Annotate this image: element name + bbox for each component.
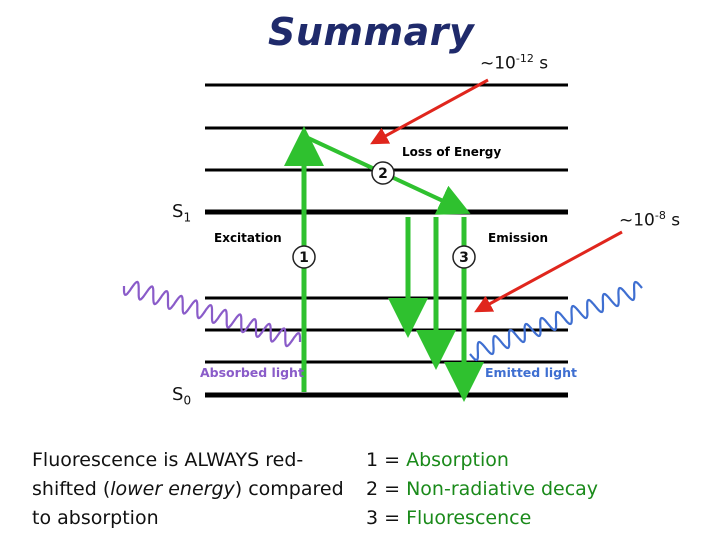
s0-letter: S bbox=[172, 384, 184, 405]
legend-text: Absorption bbox=[406, 449, 509, 471]
fast-time-unit: s bbox=[533, 53, 549, 74]
s0-subscript: 0 bbox=[183, 393, 192, 408]
slow-timescale-label: ~10-8 s bbox=[619, 209, 680, 231]
marker-1: 1 bbox=[292, 245, 316, 269]
note-emphasis: lower energy bbox=[110, 478, 235, 500]
red-shift-note: Fluorescence is ALWAYS red-shifted (lowe… bbox=[32, 446, 352, 533]
legend-text: Non-radiative decay bbox=[406, 478, 599, 500]
slow-time-unit: s bbox=[665, 210, 681, 231]
marker-1-text: 1 bbox=[299, 250, 309, 266]
emitted-light-wave bbox=[469, 280, 643, 362]
legend-item-non-radiative-decay: 2 = Non-radiative decay bbox=[366, 478, 599, 500]
s1-subscript: 1 bbox=[183, 210, 192, 225]
note-text-1: Fluorescence is ALWAYS red-shifted ( bbox=[32, 449, 304, 500]
marker-2-text: 2 bbox=[378, 166, 388, 182]
excitation-label: Excitation bbox=[214, 231, 282, 245]
s1-state-label: S1 bbox=[172, 201, 191, 225]
slow-time-exponent: -8 bbox=[654, 209, 666, 222]
legend-item-absorption: 1 = Absorption bbox=[366, 449, 509, 471]
marker-2: 2 bbox=[371, 161, 395, 185]
fast-time-exponent: -12 bbox=[515, 52, 534, 65]
page-title: Summary bbox=[268, 10, 475, 54]
slow-timescale-arrow bbox=[474, 230, 623, 313]
legend-number: 2 bbox=[366, 478, 379, 500]
fast-timescale-label: ~10-12 s bbox=[480, 52, 548, 74]
absorbed-light-label: Absorbed light bbox=[200, 365, 304, 380]
marker-3-text: 3 bbox=[459, 250, 469, 266]
absorbed-light-wave bbox=[122, 280, 302, 348]
s0-state-label: S0 bbox=[172, 384, 191, 408]
marker-3: 3 bbox=[452, 245, 476, 269]
slow-time-base: ~10 bbox=[619, 210, 655, 231]
s1-letter: S bbox=[172, 201, 184, 222]
legend-item-fluorescence: 3 = Fluorescence bbox=[366, 507, 532, 529]
fast-time-base: ~10 bbox=[480, 53, 516, 74]
loss-of-energy-label: Loss of Energy bbox=[402, 145, 501, 159]
process-legend: 1 = Absorption 2 = Non-radiative decay 3… bbox=[366, 446, 598, 533]
emission-label: Emission bbox=[488, 231, 548, 245]
legend-number: 1 bbox=[366, 449, 379, 471]
fast-timescale-arrow bbox=[370, 78, 489, 145]
legend-text: Fluorescence bbox=[406, 507, 532, 529]
note-text-2: ) compared to absorption bbox=[32, 478, 344, 529]
legend-number: 3 bbox=[366, 507, 379, 529]
emitted-light-label: Emitted light bbox=[485, 365, 577, 380]
